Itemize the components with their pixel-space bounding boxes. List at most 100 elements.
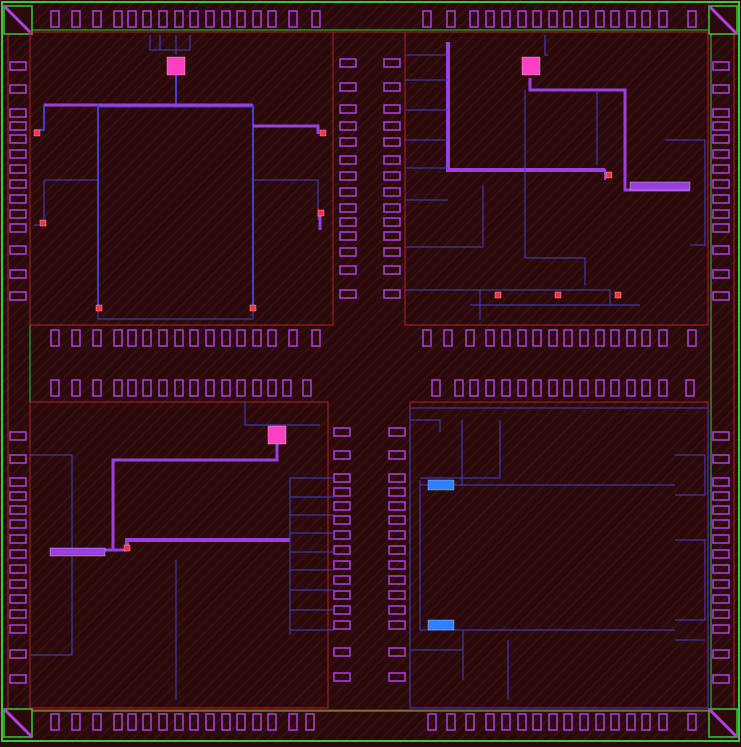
io-pad xyxy=(485,713,495,731)
io-pad xyxy=(712,624,730,634)
io-pad xyxy=(712,594,730,604)
io-pad xyxy=(288,329,298,347)
io-pad xyxy=(383,203,401,213)
io-pad xyxy=(9,594,27,604)
io-pad xyxy=(339,121,357,131)
io-pad xyxy=(517,379,527,397)
io-pad xyxy=(236,379,246,397)
standard-cell xyxy=(427,619,455,631)
io-pad xyxy=(205,329,215,347)
io-pad xyxy=(333,647,351,657)
io-pad xyxy=(9,549,27,559)
io-pad xyxy=(579,329,589,347)
io-pad xyxy=(9,245,27,255)
io-pad xyxy=(174,329,184,347)
io-pad xyxy=(9,61,27,71)
io-pad xyxy=(712,564,730,574)
io-pad xyxy=(9,209,27,219)
io-pad xyxy=(685,379,695,397)
io-pad xyxy=(431,379,441,397)
io-pad xyxy=(658,10,668,28)
io-pad xyxy=(333,620,351,630)
io-pad xyxy=(9,649,27,659)
io-pad xyxy=(485,379,495,397)
io-pad xyxy=(71,329,81,347)
io-pad xyxy=(221,10,231,28)
via xyxy=(95,304,103,312)
io-pad xyxy=(339,247,357,257)
io-pad xyxy=(383,187,401,197)
wire xyxy=(480,289,611,305)
io-pad xyxy=(712,245,730,255)
io-cell xyxy=(166,56,186,76)
io-pad xyxy=(174,713,184,731)
io-pad xyxy=(282,379,292,397)
io-pad xyxy=(113,713,123,731)
io-pad xyxy=(388,450,406,460)
io-pad xyxy=(579,379,589,397)
io-pad xyxy=(383,289,401,299)
via xyxy=(554,291,562,299)
via xyxy=(33,129,41,137)
io-pad xyxy=(252,713,262,731)
top-left-block xyxy=(29,31,334,326)
io-pad xyxy=(626,329,636,347)
io-pad xyxy=(71,713,81,731)
io-pad xyxy=(501,379,511,397)
io-pad xyxy=(311,329,321,347)
io-pad xyxy=(563,10,573,28)
io-pad xyxy=(658,713,668,731)
standard-cell xyxy=(427,479,455,491)
io-pad xyxy=(205,10,215,28)
io-pad xyxy=(333,590,351,600)
io-pad xyxy=(388,427,406,437)
io-pad xyxy=(9,134,27,144)
standard-cell xyxy=(49,547,106,557)
io-pad xyxy=(712,454,730,464)
io-pad xyxy=(221,379,231,397)
io-pad xyxy=(712,84,730,94)
io-pad xyxy=(236,10,246,28)
io-pad xyxy=(712,179,730,189)
io-pad xyxy=(333,672,351,682)
io-pad xyxy=(422,329,432,347)
io-pad xyxy=(9,491,27,501)
io-pad xyxy=(267,713,277,731)
io-pad xyxy=(205,713,215,731)
io-pad xyxy=(189,379,199,397)
io-pad xyxy=(92,379,102,397)
io-pad xyxy=(712,519,730,529)
io-pad xyxy=(174,10,184,28)
io-pad xyxy=(142,10,152,28)
io-pad xyxy=(388,647,406,657)
io-pad xyxy=(333,515,351,525)
wire xyxy=(675,454,706,496)
io-pad xyxy=(142,713,152,731)
via xyxy=(317,209,325,217)
io-pad xyxy=(9,431,27,441)
io-pad xyxy=(712,164,730,174)
io-pad xyxy=(485,329,495,347)
io-pad xyxy=(626,713,636,731)
io-pad xyxy=(50,10,60,28)
io-pad xyxy=(388,515,406,525)
io-pad xyxy=(579,713,589,731)
io-pad xyxy=(383,247,401,257)
io-pad xyxy=(485,10,495,28)
io-pad xyxy=(158,713,168,731)
io-pad xyxy=(9,519,27,529)
io-pad xyxy=(311,10,321,28)
io-pad xyxy=(252,329,262,347)
io-pad xyxy=(548,379,558,397)
io-pad xyxy=(158,10,168,28)
io-pad xyxy=(383,265,401,275)
bottom-left-block xyxy=(29,401,329,709)
io-pad xyxy=(339,217,357,227)
io-pad xyxy=(189,329,199,347)
io-pad xyxy=(469,379,479,397)
io-pad xyxy=(92,10,102,28)
via xyxy=(494,291,502,299)
corner-cells xyxy=(2,4,739,739)
via xyxy=(123,544,131,552)
